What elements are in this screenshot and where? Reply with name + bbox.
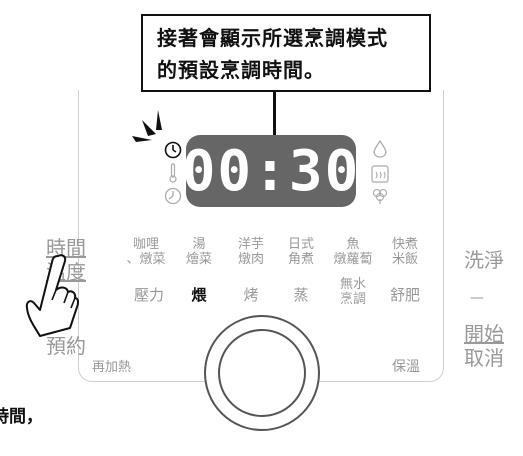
callout-line-2: 的預設烹調時間。 [157, 58, 325, 82]
mode-sous-vide[interactable]: 舒肥 [389, 286, 420, 304]
mode-bake[interactable]: 烤 [243, 286, 259, 304]
drop-icon [373, 140, 387, 158]
keep-warm-button[interactable]: 保溫 [392, 359, 420, 375]
mode-potato-stew[interactable]: 洋芋燉肉 [237, 237, 264, 267]
start-cancel-button[interactable]: 開始 取消 [464, 322, 504, 370]
steam-icon [371, 165, 389, 183]
instruction-callout: 接著會顯示所選烹調模式 的預設烹調時間。 [141, 14, 431, 92]
mode-pressure[interactable]: 壓力 [133, 286, 164, 304]
mode-curry-stew[interactable]: 咖哩、燉菜 [126, 237, 166, 267]
callout-line-1: 接著會顯示所選烹調模式 [157, 26, 388, 50]
mode-kakuni[interactable]: 日式角煮 [287, 237, 314, 267]
hand-pointer-icon [25, 254, 80, 337]
right-divider: — [470, 290, 484, 306]
broccoli-icon [372, 188, 388, 204]
wash-button[interactable]: 洗淨 [464, 248, 504, 272]
clock-icon [164, 141, 182, 159]
mode-simmer[interactable]: 煨 [191, 286, 207, 304]
mode-waterless[interactable]: 無水烹調 [339, 277, 366, 307]
mode-soup[interactable]: 湯燴菜 [185, 237, 212, 267]
dial-center[interactable] [218, 329, 306, 417]
timer-icon [164, 187, 182, 205]
callout-pointer [273, 92, 276, 150]
reheat-button[interactable]: 再加熱 [92, 360, 132, 375]
time-readout: 00:30 [181, 138, 361, 204]
mode-fish-radish[interactable]: 魚燉蘿蔔 [333, 237, 373, 267]
mode-steam[interactable]: 蒸 [293, 286, 309, 304]
mode-quick-rice[interactable]: 快煮米飯 [391, 237, 418, 267]
partial-caption: 時間， [0, 407, 43, 427]
reserve-button[interactable]: 預約 [46, 334, 86, 358]
blink-indicator-icon [132, 110, 162, 142]
thermometer-icon [169, 163, 177, 183]
lcd-display [186, 135, 356, 207]
